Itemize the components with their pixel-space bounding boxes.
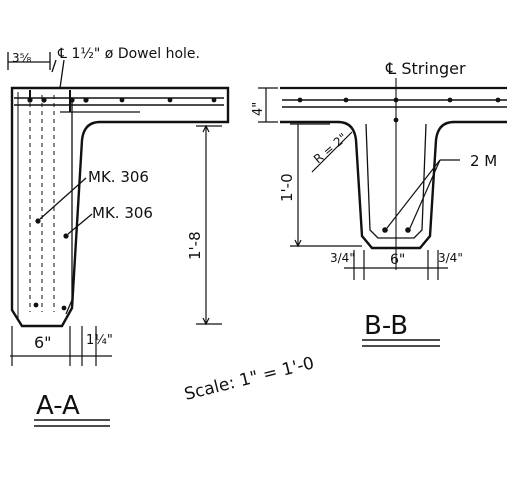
dim-1-1-4-label: 1¼" (86, 333, 113, 348)
dim-6-bb-label: 6" (390, 252, 405, 268)
dim-3-4-right-label: 3/4" (438, 251, 463, 265)
section-aa-outline (10, 86, 230, 328)
dim-3-4-left-label: 3/4" (330, 251, 355, 265)
dimension-1-0 (290, 123, 362, 248)
dimension-1-8 (196, 124, 222, 326)
dim-1-0-label: 1'-0 (278, 173, 296, 202)
section-aa-drawing (10, 86, 230, 328)
mk306-label-b: MK. 306 (92, 204, 153, 222)
dowel-hole-label: ℄ 1½" ø Dowel hole. (57, 46, 200, 62)
dim-4-label: 4" (251, 102, 266, 116)
radius-leader (311, 131, 353, 173)
dim-3-5-8-label: 3⁵⁄₈ (12, 51, 31, 65)
dim-1-8-label: 1'-8 (186, 231, 204, 260)
dim-6-aa-label: 6" (34, 333, 52, 352)
two-m-leaders (386, 159, 460, 229)
scale-label: Scale: 1" = 1'-0 (182, 353, 316, 405)
mk306-label-a: MK. 306 (88, 168, 149, 186)
stringer-label: ℄ Stringer (385, 59, 466, 78)
section-aa-label: A-A (36, 391, 80, 421)
section-bb-drawing (280, 78, 507, 270)
dimension-4 (258, 87, 278, 123)
section-aa-rebar-dots (27, 97, 217, 311)
section-bb-rebar-dots (297, 97, 501, 233)
two-m-label: 2 M (470, 152, 497, 170)
section-aa-leaders (7, 52, 93, 235)
section-bb-outline (280, 120, 507, 250)
section-aa-stirrup (65, 100, 73, 315)
dimension-aa-bottom (10, 326, 112, 366)
radius-label: R = 2" (311, 130, 350, 166)
dimension-bb-bottom (344, 250, 448, 280)
section-bb-label: B-B (364, 311, 408, 341)
